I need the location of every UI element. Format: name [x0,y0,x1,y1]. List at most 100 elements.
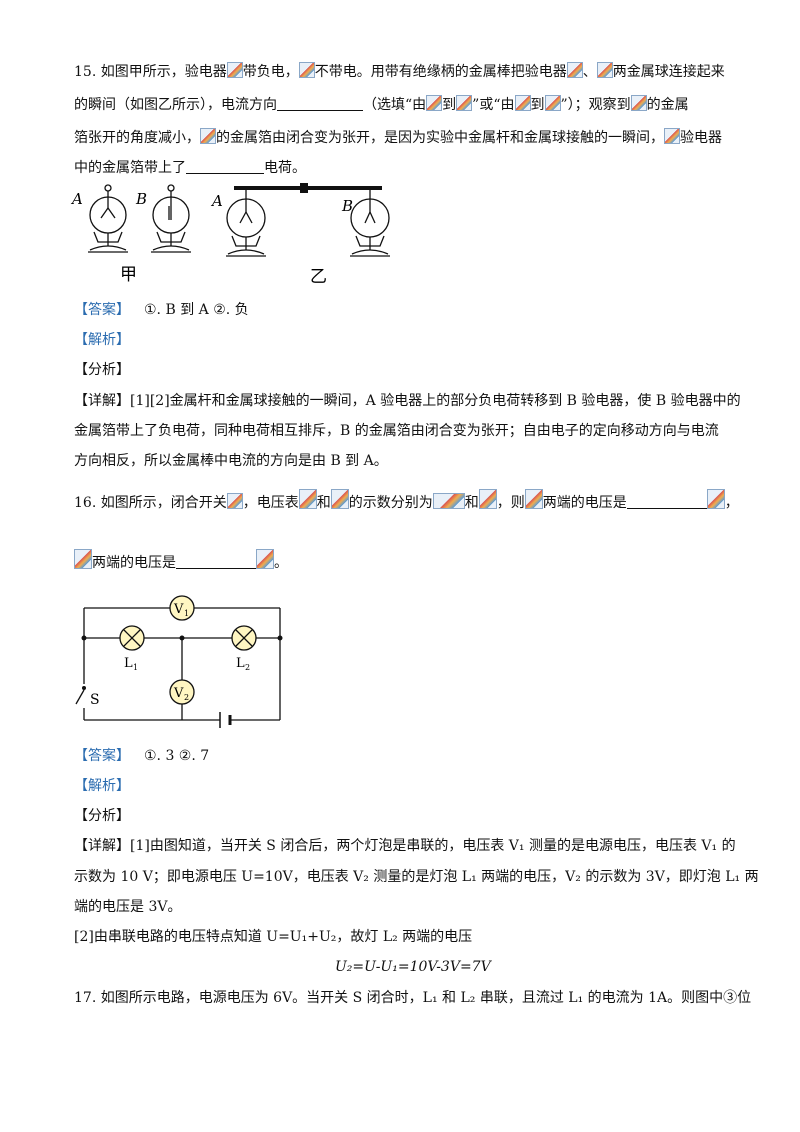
q16-line-1: 16. 如图所示，闭合开关，电压表和的示数分别为和，则两端的电压是， [74,489,739,513]
image-placeholder-icon [226,62,243,78]
q15-line-2: 的瞬间（如图乙所示），电流方向（选填“由到”或“由到”）；观察到的金属 [74,95,689,115]
image-placeholder-icon [706,489,725,509]
battery-icon [219,712,232,728]
detail-text: [1][2]金属杆和金属球接触的一瞬间，A 验电器上的部分负电荷转移到 B 验电… [130,393,741,409]
q15-text: 到 [442,97,457,113]
image-placeholder-icon [298,62,315,78]
q16-fenxi: 【分析】 [74,808,130,824]
v1-label: V [173,602,184,617]
answer-text: ①. 3 ②. 7 [144,748,210,764]
q15-text: 验电器 [680,130,722,146]
detail-tag: 【详解】 [74,838,130,854]
q15-text: 15. 如图甲所示，验电器 [74,64,227,80]
q15-text: 不带电。用带有绝缘柄的金属棒把验电器 [314,64,567,80]
q16-detail-1: 【详解】[1]由图知道，当开关 S 闭合后，两个灯泡是串联的，电压表 V₁ 测量… [74,836,736,856]
junction-dot [277,635,283,641]
image-placeholder-icon [200,128,216,144]
answer-blank[interactable] [176,554,256,569]
label-b-jia: B [135,190,147,208]
lamp-l1-icon [119,625,145,651]
q16-text: 两端的电压是 [92,555,176,571]
q15-text: 带负电， [242,64,299,80]
q16-detail-2: 示数为 10 V；即电源电压 U=10V，电压表 V₂ 测量的是灯泡 L₁ 两端… [74,869,759,885]
image-placeholder-icon [298,489,317,509]
q15-fenxi: 【分析】 [74,362,130,378]
q15-text: 的金属 [646,97,689,113]
image-placeholder-icon [226,493,243,509]
q16-line-2: 两端的电压是 。 [74,549,288,573]
answer-tag: 【答案】 [74,748,130,764]
junction-dot [179,635,185,641]
l2-sub: 2 [245,663,250,672]
answer-blank[interactable] [626,494,707,509]
image-placeholder-icon [514,95,531,111]
v1-sub: 1 [184,609,189,618]
q16-detail-4: [2]由串联电路的电压特点知道 U=U₁+U₂，故灯 L₂ 两端的电压 [74,929,473,945]
q16-text: 。 [274,555,288,571]
image-placeholder-icon [596,62,613,78]
answer-blank[interactable] [277,96,363,111]
q16-formula: U₂=U-U₁=10V-3V=7V [335,959,491,975]
q15-detail-3: 方向相反，所以金属棒中电流的方向是由 B 到 A。 [74,453,388,469]
l2-label: L [236,656,245,671]
image-placeholder-icon [664,128,680,144]
q15-text: 、 [582,64,597,80]
electroscope-b-yi [350,190,390,257]
voltmeter-v2-icon: V 2 [169,679,195,705]
image-placeholder-icon [478,489,497,509]
detail-tag: 【详解】 [74,393,130,409]
switch-contact-icon [82,686,86,690]
q16-text: ， [724,495,739,511]
q15-line-1: 15. 如图甲所示，验电器带负电， 不带电。用带有绝缘柄的金属棒把验电器、两金属球… [74,62,725,82]
image-placeholder-icon [544,95,561,111]
q15-text: 两金属球连接起来 [612,64,725,80]
image-placeholder-icon [524,489,543,509]
q16-detail-3: 端的电压是 3V。 [74,899,182,915]
q15-text: 的金属箔由闭合变为张开，是因为实验中金属杆和金属球接触的一瞬间， [216,130,664,146]
junction-dot [81,635,87,641]
q15-text: 电荷。 [264,160,306,176]
q16-text: 16. 如图所示，闭合开关 [74,495,227,511]
answer-tag: 【答案】 [74,302,130,318]
image-placeholder-icon [566,62,583,78]
label-a-jia: A [70,190,83,208]
q15-text: ”）；观察到 [560,97,631,113]
lamp-l2-icon [231,625,257,651]
q15-text: ”或“由 [472,97,515,113]
q15-detail-2: 金属箔带上了负电荷，同种电荷相互排斥，B 的金属箔由闭合变为张开；自由电子的定向… [74,423,719,439]
image-placeholder-icon [330,489,349,509]
q16-text: 两端的电压是 [542,495,627,511]
image-placeholder-icon [630,95,647,111]
answer-text: ①. B 到 A ②. 负 [144,302,249,318]
image-placeholder-icon [74,549,92,569]
image-placeholder-icon [256,549,274,569]
caption-yi: 乙 [310,267,327,287]
q15-text: 的瞬间（如图乙所示），电流方向 [74,97,277,113]
q15-text: 到 [530,97,545,113]
q16-text: 和 [464,495,479,511]
q17-line-1: 17. 如图所示电路，电源电压为 6V。当开关 S 闭合时，L₁ 和 L₂ 串联… [74,990,752,1006]
q16-text: 的示数分别为 [348,495,433,511]
q16-text: ，则 [496,495,525,511]
v2-sub: 2 [184,693,189,702]
q16-answer: 【答案】 ①. 3 ②. 7 [74,746,209,766]
v2-label: V [173,686,184,701]
q15-answer: 【答案】 ①. B 到 A ②. 负 [74,300,249,320]
q15-text: 箔张开的角度减小， [74,130,200,146]
q15-text: 中的金属箔带上了 [74,160,186,176]
q15-text: （选填“由 [363,97,427,113]
l1-sub: 1 [133,663,138,672]
detail-text: [1]由图知道，当开关 S 闭合后，两个灯泡是串联的，电压表 V₁ 测量的是电源… [130,838,736,854]
voltmeter-v1-icon: V 1 [169,595,195,621]
image-placeholder-icon [426,95,443,111]
electroscope-a-yi [226,190,266,257]
electroscope-b-jia [151,184,191,253]
image-placeholder-icon [456,95,473,111]
electroscope-figure: A B 甲 A [70,183,390,287]
switch-label: S [90,692,100,708]
electroscope-a-jia [88,184,128,253]
q16-jiexi: 【解析】 [74,778,130,794]
q15-detail-1: 【详解】[1][2]金属杆和金属球接触的一瞬间，A 验电器上的部分负电荷转移到 … [74,391,741,411]
answer-blank[interactable] [186,159,264,174]
q16-text: ，电压表 [242,495,299,511]
